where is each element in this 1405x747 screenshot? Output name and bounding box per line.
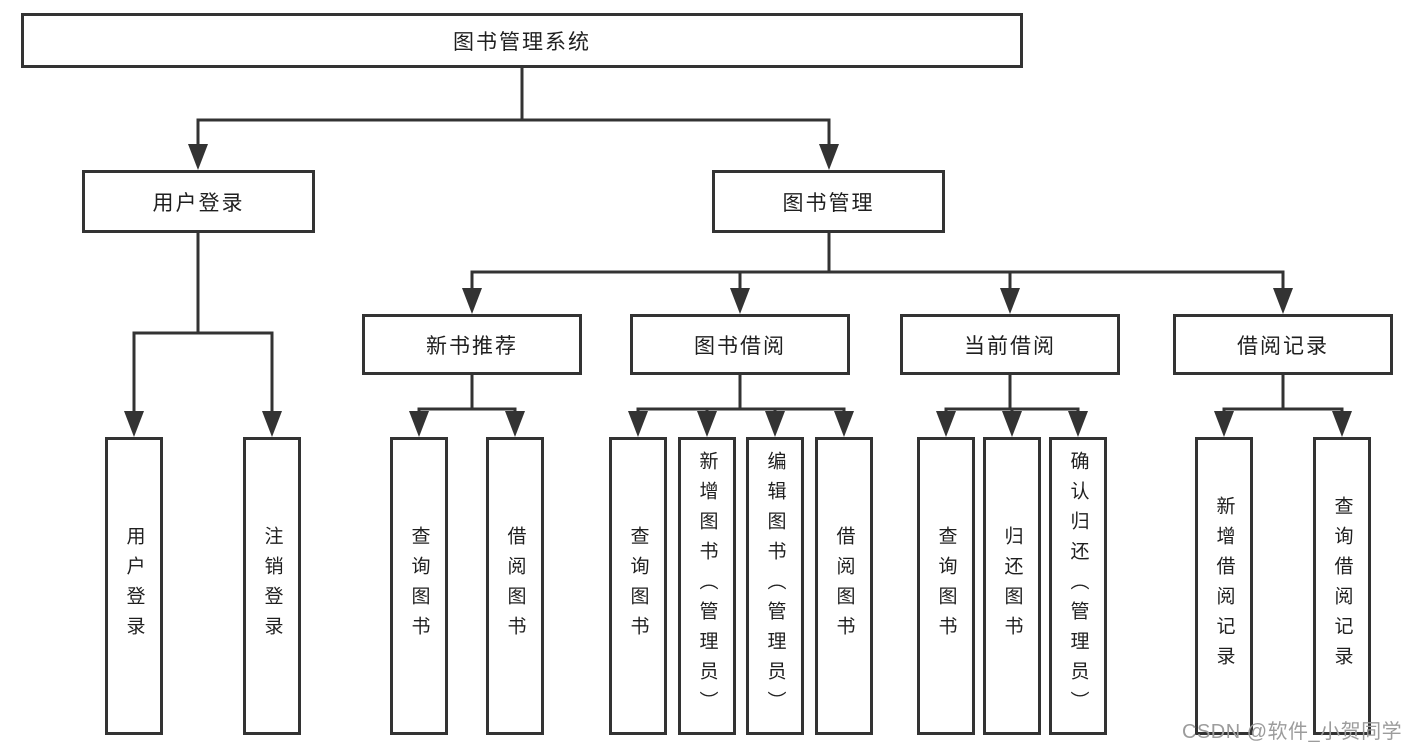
node-user-login: 用户登录 bbox=[82, 170, 315, 233]
leaf-query-book-borrow: 查询图书 bbox=[609, 437, 667, 735]
arrow-down bbox=[262, 411, 282, 437]
node-current-borrow: 当前借阅 bbox=[900, 314, 1120, 375]
arrow-down bbox=[834, 411, 854, 437]
connector-borrow-to-leaves bbox=[636, 373, 846, 417]
arrow-down bbox=[188, 144, 208, 170]
arrow-down bbox=[1214, 411, 1234, 437]
node-label: 图书借阅 bbox=[694, 334, 786, 358]
leaf-label: 借阅图书 bbox=[504, 526, 526, 646]
leaf-query-book-newbook: 查询图书 bbox=[390, 437, 448, 735]
arrow-down bbox=[936, 411, 956, 437]
csdn-watermark: CSDN @软件_小贺同学 bbox=[1182, 721, 1403, 743]
node-book-management: 图书管理 bbox=[712, 170, 945, 233]
leaf-edit-book-admin: 编辑图书（管理员） bbox=[746, 437, 804, 735]
arrow-down bbox=[409, 411, 429, 437]
leaf-add-book-admin: 新增图书（管理员） bbox=[678, 437, 736, 735]
arrow-down bbox=[1002, 411, 1022, 437]
leaf-label: 确认归还（管理员） bbox=[1067, 451, 1089, 721]
arrow-down bbox=[765, 411, 785, 437]
arrow-down bbox=[697, 411, 717, 437]
arrow-down bbox=[124, 411, 144, 437]
leaf-query-borrow-record: 查询借阅记录 bbox=[1313, 437, 1371, 735]
leaf-user-login: 用户登录 bbox=[105, 437, 163, 735]
arrow-down bbox=[1273, 288, 1293, 314]
node-label: 当前借阅 bbox=[964, 334, 1056, 358]
leaf-label: 注销登录 bbox=[261, 526, 283, 646]
leaf-label: 用户登录 bbox=[123, 526, 145, 646]
arrow-down bbox=[505, 411, 525, 437]
connector-login-to-leaves bbox=[132, 231, 274, 417]
node-borrow-record: 借阅记录 bbox=[1173, 314, 1393, 375]
arrow-down bbox=[730, 288, 750, 314]
leaf-query-book-current: 查询图书 bbox=[917, 437, 975, 735]
node-new-book-recommend: 新书推荐 bbox=[362, 314, 582, 375]
leaf-logout: 注销登录 bbox=[243, 437, 301, 735]
connector-record-to-leaves bbox=[1222, 373, 1344, 417]
connector-newbook-to-leaves bbox=[417, 373, 517, 417]
arrow-down bbox=[628, 411, 648, 437]
arrow-down bbox=[819, 144, 839, 170]
leaf-label: 新增借阅记录 bbox=[1213, 496, 1235, 676]
connector-root-to-level2 bbox=[196, 66, 831, 150]
leaf-label: 借阅图书 bbox=[833, 526, 855, 646]
node-label: 图书管理 bbox=[782, 191, 875, 215]
leaf-label: 查询图书 bbox=[627, 526, 649, 646]
arrow-down bbox=[462, 288, 482, 314]
leaf-add-borrow-record: 新增借阅记录 bbox=[1195, 437, 1253, 735]
node-root-system: 图书管理系统 bbox=[21, 13, 1023, 68]
connector-current-to-leaves bbox=[944, 373, 1080, 417]
arrow-down bbox=[1000, 288, 1020, 314]
node-book-borrow: 图书借阅 bbox=[630, 314, 850, 375]
leaf-borrow-book-newbook: 借阅图书 bbox=[486, 437, 544, 735]
arrow-down bbox=[1068, 411, 1088, 437]
leaf-label: 归还图书 bbox=[1001, 526, 1023, 646]
leaf-label: 查询借阅记录 bbox=[1331, 496, 1353, 676]
leaf-confirm-return-admin: 确认归还（管理员） bbox=[1049, 437, 1107, 735]
node-label: 借阅记录 bbox=[1237, 334, 1329, 358]
node-label: 新书推荐 bbox=[426, 334, 518, 358]
leaf-label: 查询图书 bbox=[935, 526, 957, 646]
leaf-borrow-book: 借阅图书 bbox=[815, 437, 873, 735]
node-label: 用户登录 bbox=[152, 191, 245, 215]
node-label: 图书管理系统 bbox=[453, 30, 591, 54]
leaf-return-book: 归还图书 bbox=[983, 437, 1041, 735]
leaf-label: 新增图书（管理员） bbox=[696, 451, 718, 721]
connector-bookmgr-to-level3 bbox=[470, 231, 1285, 294]
leaf-label: 查询图书 bbox=[408, 526, 430, 646]
arrow-down bbox=[1332, 411, 1352, 437]
leaf-label: 编辑图书（管理员） bbox=[764, 451, 786, 721]
